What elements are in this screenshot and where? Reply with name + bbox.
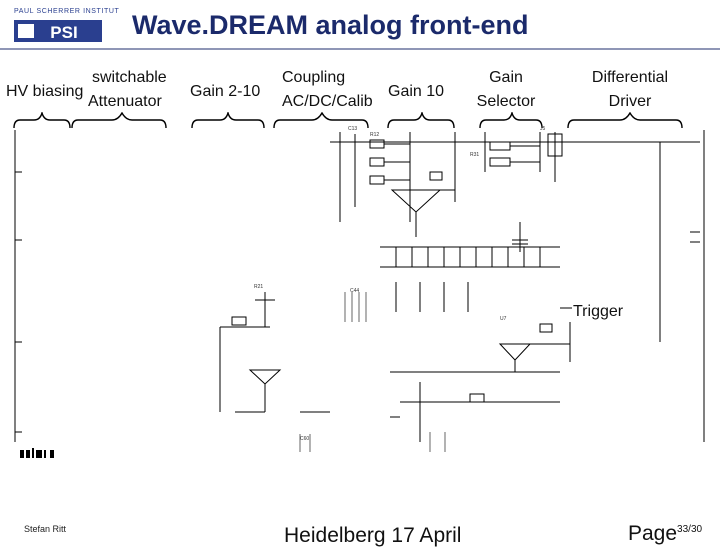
label-trigger: Trigger [572, 302, 625, 322]
brace-selector [479, 112, 543, 129]
title-divider [0, 48, 720, 50]
psi-logo-mark: PSI [14, 20, 102, 42]
svg-text:C13: C13 [348, 126, 357, 132]
svg-text:J5: J5 [540, 126, 546, 132]
label-coupling: Coupling [282, 69, 346, 86]
logo-mark-text: PSI [50, 23, 77, 42]
hv-bias-network [15, 171, 22, 433]
label-selector: Selector [476, 93, 536, 110]
coupling-network [339, 132, 411, 222]
label-switchable: switchable [92, 69, 167, 86]
gain-10-amplifier [390, 132, 456, 237]
footer-author: Stefan Ritt [24, 524, 67, 534]
brace-hv-biasing [13, 112, 71, 129]
logo-institute-text: PAUL SCHERRER INSTITUT [14, 8, 120, 15]
trigger-comparator [498, 307, 580, 372]
label-coupling-modes: AC/DC/Calib [282, 93, 373, 110]
svg-text:C44: C44 [350, 288, 359, 294]
footer-page-number: 33/30 [677, 524, 703, 535]
label-differential: Differential [591, 69, 669, 86]
gain-selector-network [484, 132, 541, 252]
gain-2-10-amplifier [219, 292, 282, 413]
brace-gain-2-10 [191, 112, 265, 129]
svg-text:R21: R21 [254, 284, 263, 290]
footer-page-word: Page [628, 522, 678, 545]
resistor-array [380, 246, 560, 312]
brace-driver [567, 112, 683, 129]
stage-braces [13, 112, 683, 129]
label-gain-2-10: Gain 2-10 [190, 83, 261, 100]
label-gain: Gain [489, 69, 523, 86]
label-hv-biasing: HV biasing [6, 83, 84, 100]
label-gain-10: Gain 10 [388, 83, 445, 100]
slide-title: Wave.DREAM analog front-end [132, 10, 529, 40]
brace-coupling [273, 112, 369, 129]
label-driver: Driver [608, 93, 652, 110]
svg-text:C60: C60 [300, 436, 309, 442]
label-attenuator: Attenuator [88, 93, 162, 110]
brace-gain-10 [387, 112, 455, 129]
schematic-marker [20, 448, 54, 458]
svg-text:R12: R12 [370, 132, 379, 138]
frontend-schematic: C13 R12 R31 J5 C44 U7 R21 C60 [14, 126, 705, 458]
footer-place: Heidelberg 17 April [284, 524, 462, 547]
lower-circuit [300, 382, 560, 442]
psi-logo: PAUL SCHERRER INSTITUT PSI [14, 8, 120, 50]
footer-page: Page33/30 [628, 522, 702, 546]
svg-text:R31: R31 [470, 152, 479, 158]
differential-driver [547, 132, 700, 342]
brace-attenuator [71, 112, 167, 129]
svg-text:U7: U7 [500, 316, 507, 322]
